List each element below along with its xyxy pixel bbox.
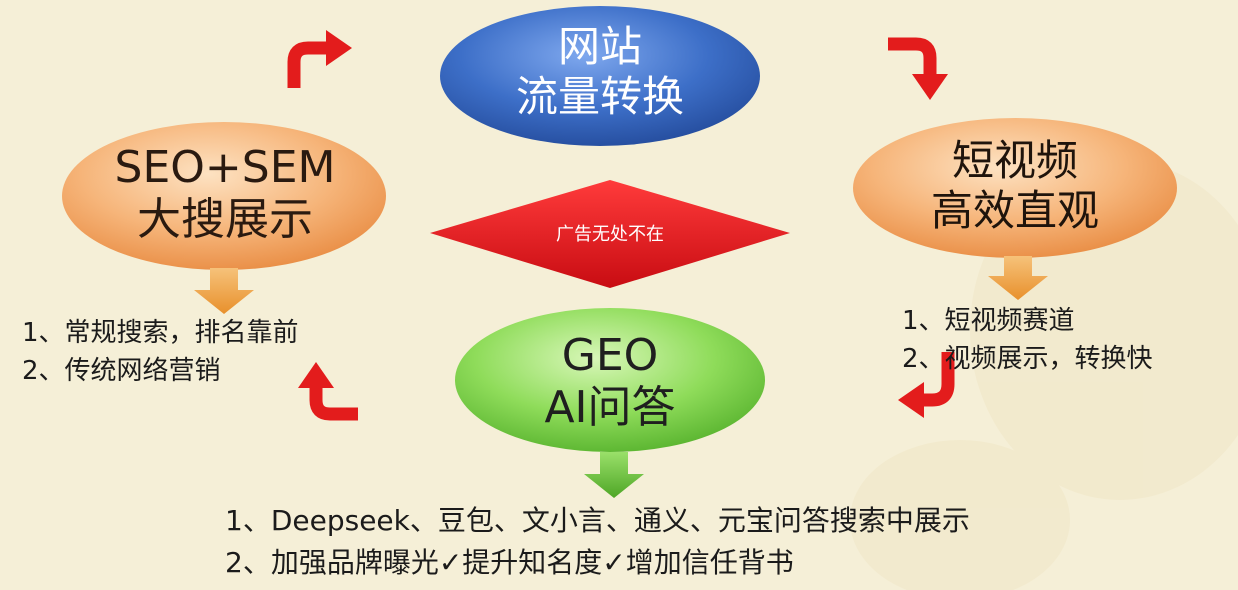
seo-sem-label: SEO+SEM 大搜展示 — [65, 142, 385, 246]
geo-ai-label: GEO AI问答 — [455, 330, 765, 434]
website-traffic-label: 网站 流量转换 — [450, 22, 750, 121]
seo-sem-node — [62, 122, 386, 270]
down-arrow-icon — [988, 256, 1048, 300]
curved-arrow-icon — [888, 37, 948, 100]
list-item: 1、Deepseek、豆包、文小言、通义、元宝问答搜索中展示 — [225, 504, 970, 537]
short-video-details: 1、短视频赛道 2、视频展示，转换快 — [902, 302, 1153, 378]
curved-arrow-icon — [287, 30, 352, 88]
geo-ai-line1: GEO — [561, 330, 659, 381]
list-item: 1、短视频赛道 — [902, 306, 1075, 336]
curved-arrow-icon — [898, 352, 955, 418]
geo-ai-details: 1、Deepseek、豆包、文小言、通义、元宝问答搜索中展示 2、加强品牌曝光✓… — [225, 500, 970, 584]
geo-ai-node — [455, 308, 765, 452]
website-traffic-line2: 流量转换 — [515, 71, 684, 121]
down-arrow-icon — [194, 268, 254, 314]
short-video-node — [853, 118, 1177, 258]
website-traffic-node — [440, 6, 760, 146]
short-video-line1: 短视频 — [951, 136, 1078, 185]
ad-everywhere-label: 广告无处不在 — [556, 224, 664, 245]
list-item: 2、加强品牌曝光✓提升知名度✓增加信任背书 — [225, 546, 794, 579]
ad-everywhere-diamond — [430, 180, 790, 288]
list-item: 2、视频展示，转换快 — [902, 344, 1153, 374]
website-traffic-line1: 网站 — [557, 22, 642, 71]
geo-ai-line2: AI问答 — [544, 381, 676, 433]
list-item: 1、常规搜索，排名靠前 — [22, 318, 299, 348]
seo-sem-details: 1、常规搜索，排名靠前 2、传统网络营销 — [22, 314, 299, 390]
down-arrow-icon — [584, 452, 644, 498]
short-video-label: 短视频 高效直观 — [855, 136, 1175, 235]
seo-sem-line2: 大搜展示 — [137, 193, 313, 245]
short-video-line2: 高效直观 — [930, 185, 1099, 235]
seo-sem-line1: SEO+SEM — [114, 142, 336, 193]
curved-arrow-icon — [298, 362, 358, 421]
list-item: 2、传统网络营销 — [22, 356, 221, 386]
